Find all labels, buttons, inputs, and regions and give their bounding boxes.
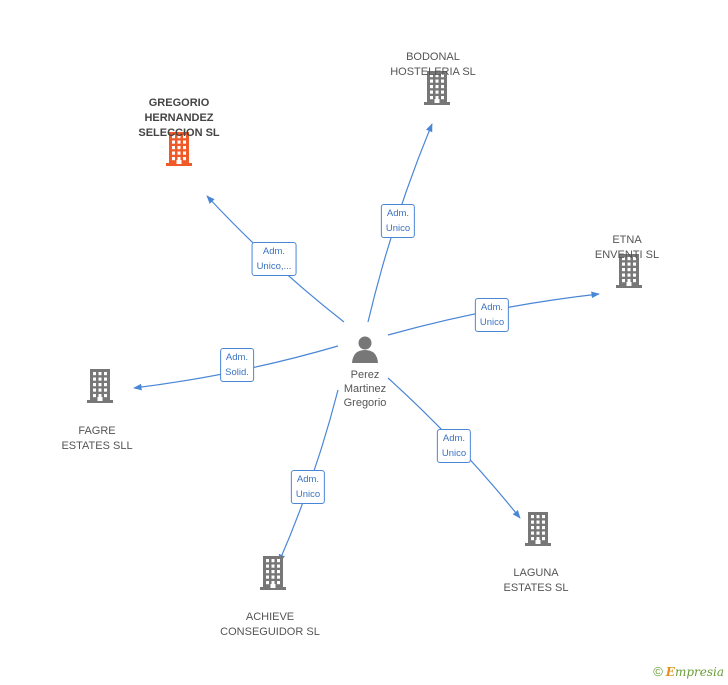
building-icon-etna[interactable] xyxy=(613,252,645,293)
building-icon-gregorio[interactable] xyxy=(163,130,195,171)
empresia-logo-initial: E xyxy=(665,665,675,679)
role-badge-laguna: Adm. Unico xyxy=(436,429,472,463)
company-label-achieve[interactable]: ACHIEVE CONSEGUIDOR SL xyxy=(220,611,320,638)
role-badge-etna: Adm. Unico xyxy=(474,298,510,332)
building-icon-bodonal[interactable] xyxy=(421,69,453,110)
company-label-laguna[interactable]: LAGUNA ESTATES SL xyxy=(503,567,569,594)
company-label-etna[interactable]: ETNA ENVENTI SL xyxy=(594,234,660,261)
center-person-label: Perez Martinez Gregorio xyxy=(343,369,387,409)
role-badge-bodonal: Adm. Unico xyxy=(380,204,416,238)
role-badge-achieve: Adm. Unico xyxy=(290,470,326,504)
empresia-logo-text: mpresia xyxy=(674,665,724,679)
copyright-icon: © xyxy=(653,664,663,679)
building-icon-laguna[interactable] xyxy=(522,510,554,551)
empresia-footer[interactable]: ©Empresia xyxy=(653,664,724,679)
building-icon-fagre[interactable] xyxy=(84,367,116,408)
building-icon-achieve[interactable] xyxy=(257,554,289,595)
company-label-bodonal[interactable]: BODONAL HOSTELERIA SL xyxy=(390,51,476,78)
person-icon[interactable] xyxy=(352,336,378,364)
role-badge-fagre: Adm. Solid. xyxy=(220,348,254,382)
company-label-gregorio[interactable]: GREGORIO HERNANDEZ SELECCION SL xyxy=(138,97,220,139)
role-badge-gregorio: Adm. Unico,... xyxy=(251,242,297,276)
company-label-fagre[interactable]: FAGRE ESTATES SLL xyxy=(61,425,133,452)
